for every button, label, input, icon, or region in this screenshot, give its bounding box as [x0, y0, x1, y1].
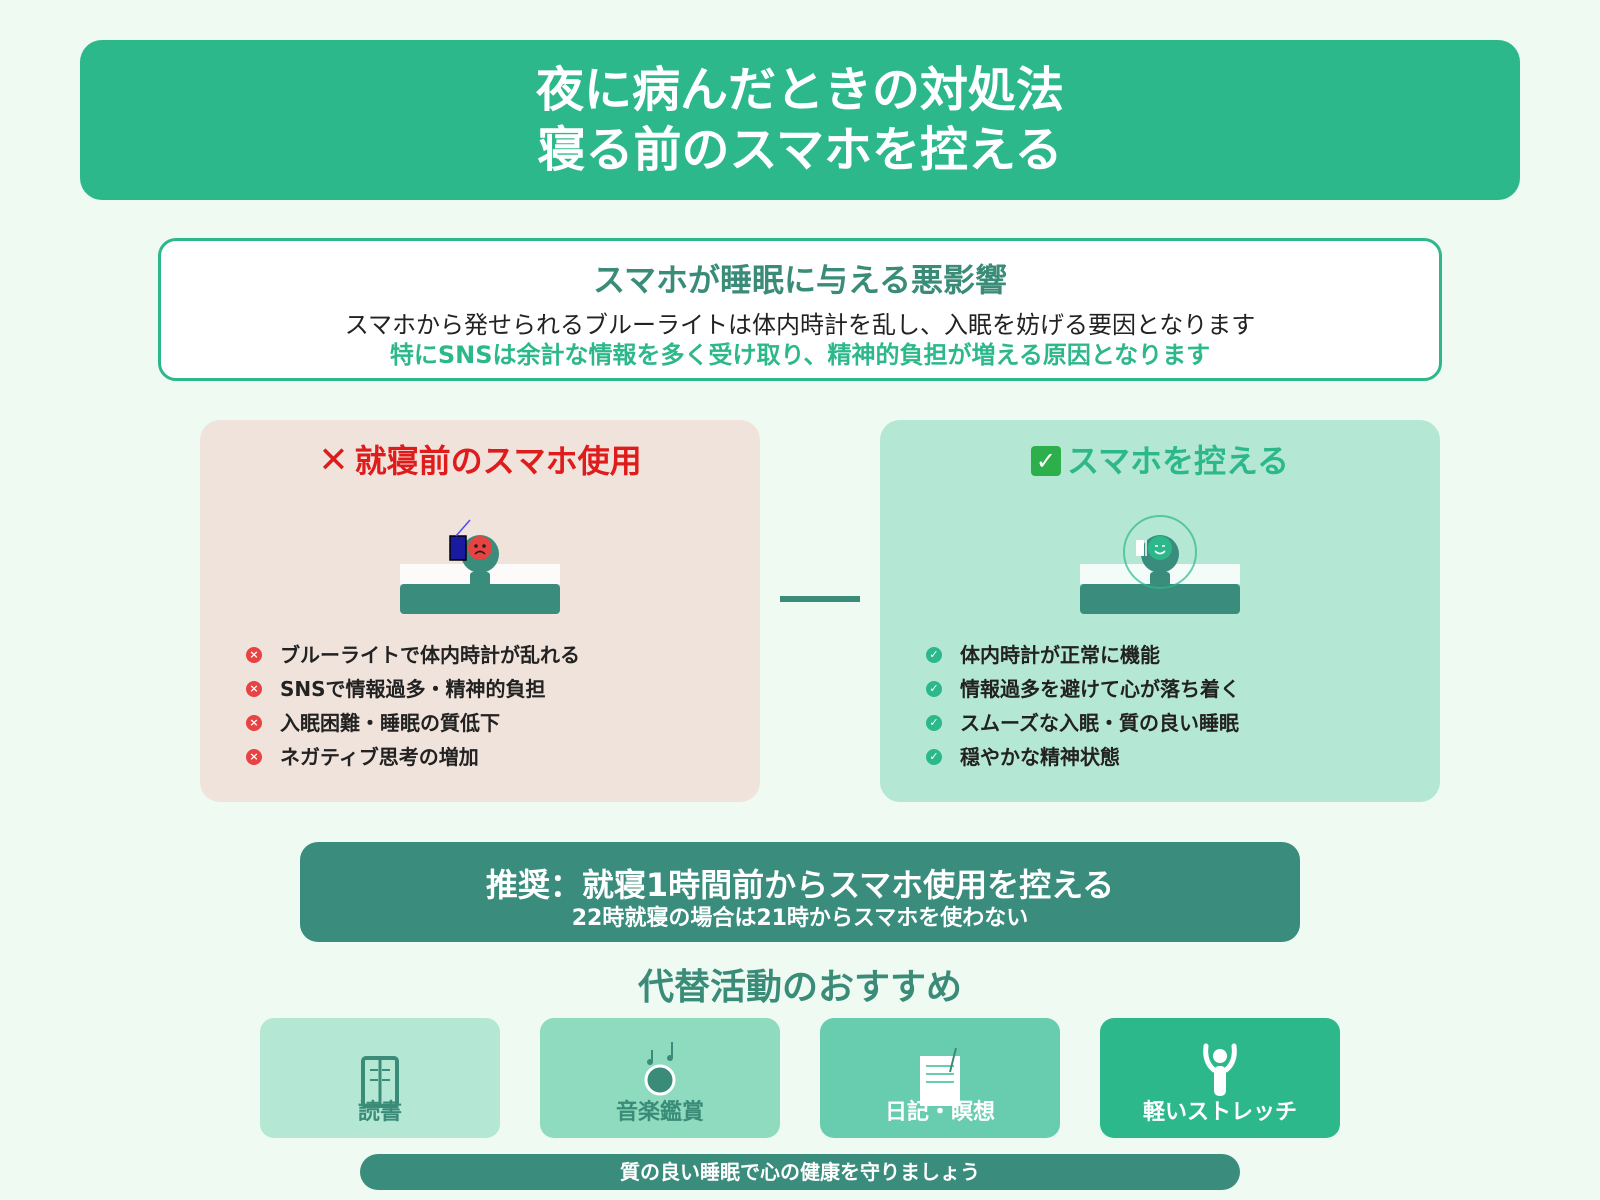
check-box-icon: ✓: [1030, 446, 1061, 476]
check-circle-icon: ✓: [926, 647, 942, 663]
bad-panel-title: ✕就寝前のスマホ使用: [200, 436, 760, 482]
recommendation-sub: 22時就寝の場合は21時からスマホを使わない: [571, 906, 1029, 931]
check-circle-icon: ✓: [926, 749, 942, 765]
book-icon: [361, 1056, 399, 1108]
list-item: ✓体内時計が正常に機能: [926, 638, 1240, 672]
calm-sleeper-illustration: [1080, 515, 1240, 614]
info-title: スマホが睡眠に与える悪影響: [592, 261, 1008, 299]
good-effects-list: ✓体内時計が正常に機能 ✓情報過多を避けて心が落ち着く ✓スムーズな入眠・質の良…: [926, 638, 1240, 774]
diary-icon: [920, 1047, 960, 1106]
bad-panel: ✕就寝前のスマホ使用 ×ブルーライトで体内時計が乱れる ×SNSで情報過多・精神…: [200, 420, 760, 802]
good-panel-title-text: スマホを控える: [1066, 442, 1290, 480]
check-circle-icon: ✓: [926, 681, 942, 697]
separator-dash: [780, 596, 860, 602]
list-item: ×SNSで情報過多・精神的負担: [246, 672, 580, 706]
main-header: 夜に病んだときの対処法 寝る前のスマホを控える: [80, 40, 1520, 200]
footer-banner: 質の良い睡眠で心の健康を守りましょう: [360, 1154, 1240, 1190]
alt-card-reading: 読書: [260, 1018, 500, 1138]
list-item: ✓スムーズな入眠・質の良い睡眠: [926, 706, 1240, 740]
list-item: ×入眠困難・睡眠の質低下: [246, 706, 580, 740]
alt-card-label: 音楽鑑賞: [615, 1100, 704, 1125]
info-box: スマホが睡眠に与える悪影響 スマホから発せられるブルーライトは体内時計を乱し、入…: [158, 238, 1442, 381]
good-panel-title: ✓スマホを控える: [880, 436, 1440, 482]
cross-icon: ✕: [318, 440, 349, 481]
info-text-line2: 特にSNSは余計な情報を多く受け取り、精神的負担が増える原因となります: [389, 341, 1211, 369]
check-circle-icon: ✓: [926, 715, 942, 731]
alternatives-title: 代替活動のおすすめ: [637, 967, 962, 1008]
stretch-icon: [1203, 1043, 1237, 1096]
info-text-line1: スマホから発せられるブルーライトは体内時計を乱し、入眠を妨げる要因となります: [344, 311, 1256, 339]
list-item: ✓穏やかな精神状態: [926, 740, 1240, 774]
phone-in-bed-illustration: [400, 519, 560, 614]
alt-card-label: 日記・瞑想: [884, 1100, 995, 1125]
alt-card-stretch: 軽いストレッチ: [1100, 1018, 1340, 1138]
alt-card-label: 読書: [357, 1100, 402, 1125]
header-title-line2: 寝る前のスマホを控える: [537, 122, 1063, 178]
x-circle-icon: ×: [246, 715, 262, 731]
list-item: ×ネガティブ思考の増加: [246, 740, 580, 774]
alt-card-music: 音楽鑑賞: [540, 1018, 780, 1138]
alt-card-diary: 日記・瞑想: [820, 1018, 1060, 1138]
x-circle-icon: ×: [246, 749, 262, 765]
good-panel: ✓スマホを控える ✓体内時計が正常に機能 ✓情報過多を避けて心が落ち着く ✓スム…: [880, 420, 1440, 802]
header-title-line1: 夜に病んだときの対処法: [535, 62, 1064, 118]
x-circle-icon: ×: [246, 681, 262, 697]
x-circle-icon: ×: [246, 647, 262, 663]
music-icon: [644, 1042, 676, 1096]
list-item: ×ブルーライトで体内時計が乱れる: [246, 638, 580, 672]
list-item: ✓情報過多を避けて心が落ち着く: [926, 672, 1240, 706]
recommendation-banner: 推奨：就寝1時間前からスマホ使用を控える 22時就寝の場合は21時からスマホを使…: [300, 842, 1300, 942]
bad-panel-title-text: 就寝前のスマホ使用: [354, 442, 642, 480]
bad-effects-list: ×ブルーライトで体内時計が乱れる ×SNSで情報過多・精神的負担 ×入眠困難・睡…: [246, 638, 580, 774]
recommendation-main: 推奨：就寝1時間前からスマホ使用を控える: [485, 866, 1115, 904]
alt-card-label: 軽いストレッチ: [1142, 1100, 1297, 1125]
